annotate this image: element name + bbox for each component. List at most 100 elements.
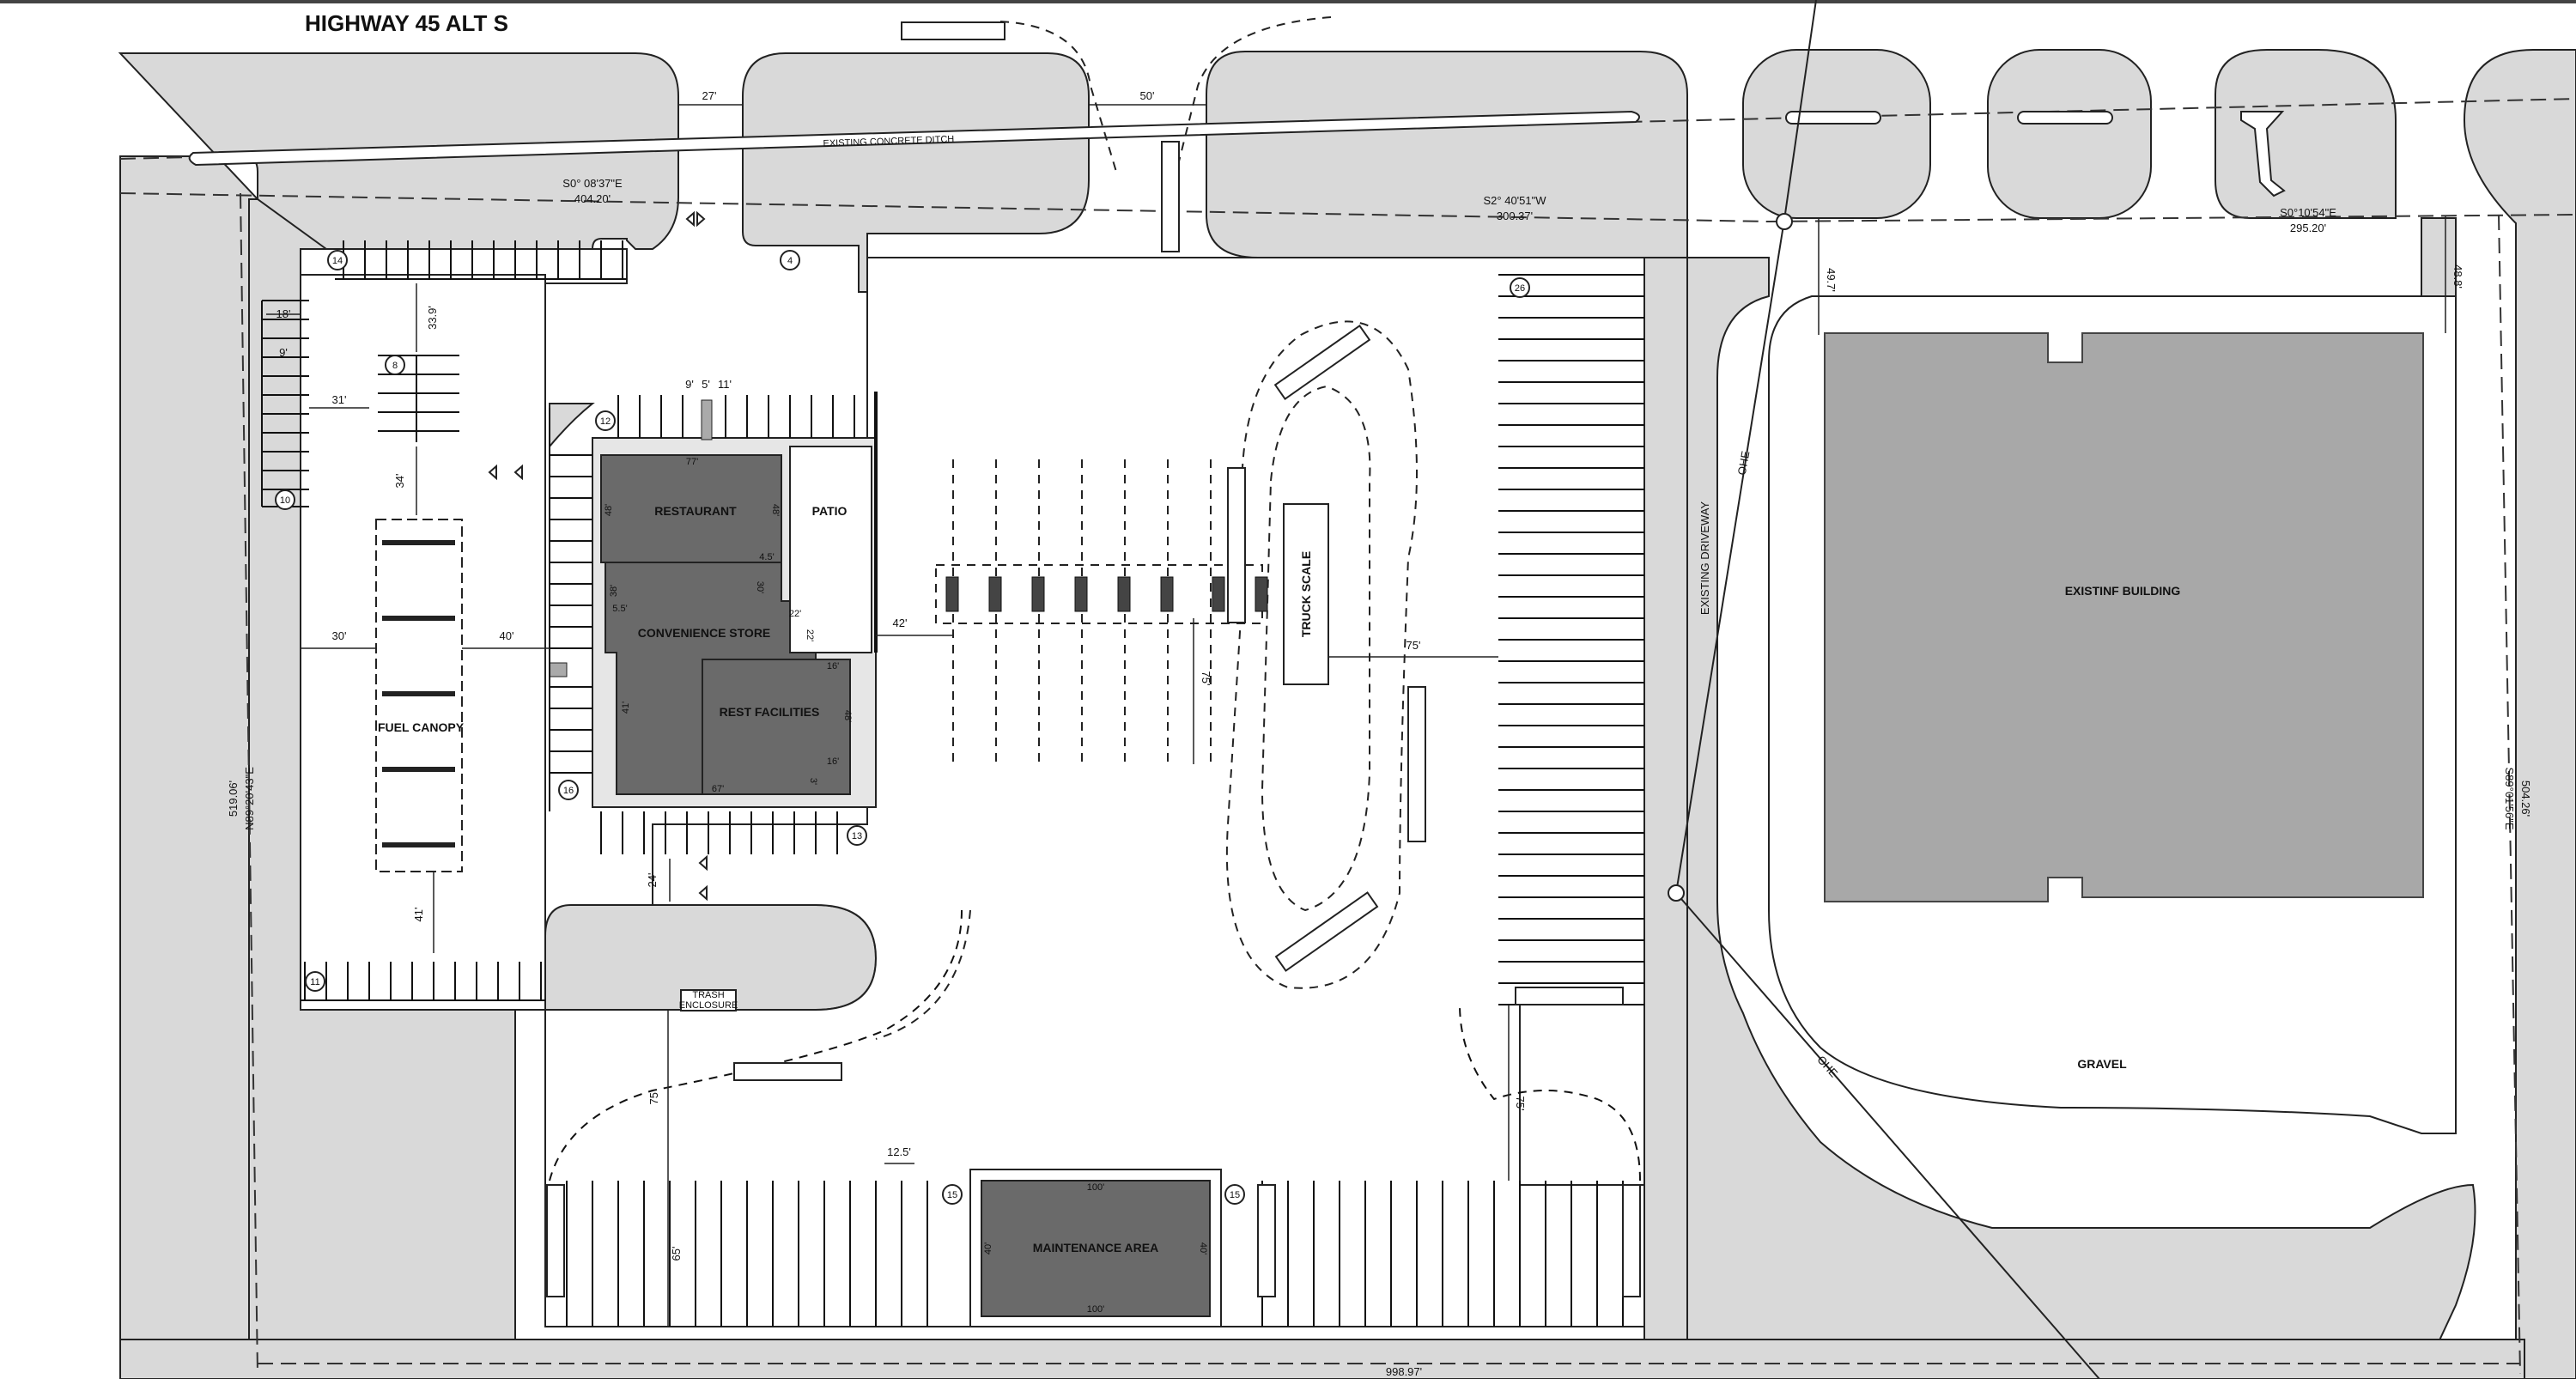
driveway-curves bbox=[875, 16, 1332, 1040]
dim-text: 67' bbox=[712, 784, 724, 794]
fuel-field-white bbox=[300, 274, 546, 1011]
truck-loop-south bbox=[1274, 891, 1379, 972]
ditch-seg-2 bbox=[1785, 111, 1881, 125]
dim-text: 42' bbox=[893, 617, 908, 629]
bearing-right-1: S89°01'56"E bbox=[2503, 767, 2516, 829]
truck-dispenser bbox=[1117, 576, 1131, 612]
truck-symbols bbox=[546, 21, 1641, 1297]
existing-building-shape bbox=[1824, 332, 2424, 902]
stall-count: 11 bbox=[310, 977, 319, 987]
stall-marker bbox=[558, 780, 579, 800]
truck-loop-east bbox=[1407, 686, 1426, 842]
trash-enclosure bbox=[680, 989, 737, 1011]
ohe-pole-2 bbox=[1668, 884, 1685, 902]
stall-marker bbox=[275, 489, 295, 510]
drive-curve-2 bbox=[1176, 16, 1332, 173]
dim-text: 40' bbox=[500, 629, 514, 642]
ditch-shape bbox=[188, 110, 1640, 167]
label-restaurant: RESTAURANT bbox=[654, 504, 737, 518]
stall-marker bbox=[847, 825, 867, 846]
arrow bbox=[685, 210, 706, 228]
fuel-lot-stalls bbox=[261, 240, 627, 1001]
stall-count: 15 bbox=[1230, 1190, 1240, 1200]
east-stall-lines bbox=[1498, 274, 1644, 1005]
truck-dispenser bbox=[988, 576, 1002, 612]
label-convenience-store: CONVENIENCE STORE bbox=[638, 626, 771, 640]
dim-text: 41' bbox=[412, 908, 425, 922]
dim-text: 12.5' bbox=[887, 1145, 911, 1158]
dim-text: 48.8' bbox=[2451, 264, 2464, 289]
row-line-dashed-east bbox=[1768, 214, 2576, 222]
truck-scale-area bbox=[1225, 320, 1418, 989]
dimension-lines bbox=[266, 104, 2446, 1327]
bearing-east-1: S0°10'54"E bbox=[2280, 206, 2336, 219]
dim-text: 40' bbox=[1198, 1242, 1208, 1254]
landscape-areas bbox=[118, 49, 2576, 1379]
property-west-line bbox=[240, 192, 258, 1375]
dim-text: 33.9' bbox=[426, 306, 439, 330]
strip-middle-east bbox=[1643, 257, 1688, 1379]
bearing-east-2: 295.20' bbox=[2290, 222, 2326, 234]
label-maintenance-area: MAINTENANCE AREA bbox=[1033, 1241, 1158, 1254]
direction-arrows bbox=[488, 210, 708, 902]
truck-loop-outer bbox=[1225, 320, 1418, 989]
south-truck-parking bbox=[549, 909, 1641, 1327]
dim-text: 22' bbox=[805, 629, 815, 641]
stall-marker bbox=[1510, 277, 1530, 298]
dim-text: 41' bbox=[621, 702, 631, 714]
label-rest-facilities: REST FACILITIES bbox=[720, 705, 820, 719]
truck-top-center bbox=[1161, 141, 1180, 252]
dim-text: 40' bbox=[983, 1242, 993, 1254]
label-trash-2: ENCLOSURE bbox=[679, 1000, 738, 1011]
stall-count: 4 bbox=[787, 256, 793, 266]
truck-lane bbox=[1227, 467, 1246, 623]
dim-text: 3' bbox=[808, 778, 818, 785]
west-stall-lines bbox=[262, 300, 309, 507]
rest-facilities-block bbox=[702, 659, 851, 795]
dim-text: 50' bbox=[1140, 89, 1155, 102]
stall-marker bbox=[942, 1184, 963, 1205]
dim-text: 100' bbox=[1087, 1304, 1104, 1315]
stall-marker bbox=[780, 250, 800, 270]
island-east-frontage bbox=[1206, 51, 1688, 258]
dim-text: 31' bbox=[332, 393, 347, 406]
dim-text: 75' bbox=[1406, 639, 1421, 652]
ohe-seg-2 bbox=[1675, 219, 1785, 894]
ohe-pole-1 bbox=[1776, 213, 1793, 230]
row-line-dashed bbox=[119, 192, 1770, 222]
dim-text: 18' bbox=[276, 307, 291, 320]
dim-text: 24' bbox=[646, 873, 659, 888]
bearing-mid-1: S2° 40'51"W bbox=[1484, 194, 1547, 207]
stall-marker bbox=[305, 971, 325, 992]
label-existing-driveway: EXISTING DRIVEWAY bbox=[1698, 501, 1711, 616]
west-building-stalls bbox=[550, 454, 592, 774]
label-fuel-canopy: FUEL CANOPY bbox=[378, 720, 465, 734]
bearing-mid-2: 300.37' bbox=[1497, 210, 1533, 222]
truck-loop-north bbox=[1273, 325, 1371, 400]
south-stall-lines-left bbox=[566, 1181, 928, 1327]
dim-text: 38' bbox=[609, 585, 619, 597]
property-east-line bbox=[2498, 214, 2521, 1375]
stall-count: 13 bbox=[852, 831, 862, 841]
bearing-left-1: N89°20'43"E bbox=[243, 767, 256, 830]
island-rounded-1 bbox=[1742, 49, 1931, 219]
side-entrance bbox=[549, 662, 568, 677]
dim-text: 49.7' bbox=[1825, 268, 1838, 292]
east-parking bbox=[1498, 274, 1644, 1005]
south-fuel-stall-lines bbox=[304, 962, 542, 1000]
dim-text: 77' bbox=[686, 457, 698, 467]
concrete-ditch bbox=[188, 110, 2286, 197]
dim-text: 16' bbox=[827, 661, 839, 671]
frame-top-border bbox=[0, 0, 2576, 3]
stall-count: 14 bbox=[332, 256, 343, 266]
truck-scale bbox=[1283, 503, 1329, 685]
label-trash-1: TRASH bbox=[692, 990, 724, 1000]
label-ohe: OHE bbox=[1735, 450, 1753, 477]
truck-dispenser bbox=[1212, 576, 1225, 612]
existing-building bbox=[1824, 332, 2424, 902]
stall-marker bbox=[327, 250, 348, 270]
dim-text: 27' bbox=[702, 89, 717, 102]
stall-marker bbox=[385, 355, 405, 375]
truck-dispenser bbox=[1074, 576, 1088, 612]
